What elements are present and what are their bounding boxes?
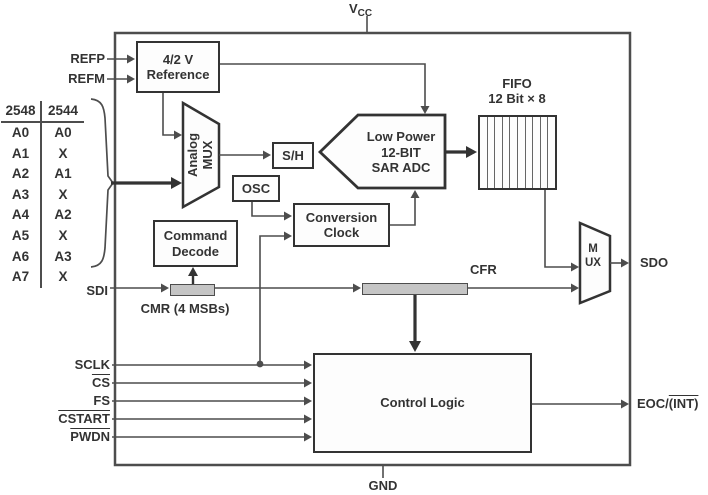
cmr-label: CMR (4 MSBs): [140, 301, 230, 316]
fifo-block: [478, 115, 557, 190]
sample-hold-block: S/H: [272, 142, 314, 169]
sclk-label: SCLK: [74, 357, 110, 372]
fifo-label: FIFO 12 Bit × 8: [488, 76, 546, 106]
eoc-arrow: [621, 399, 629, 409]
refm-arrow: [127, 74, 135, 84]
vcc-label: VCC: [349, 1, 373, 19]
channel-brace: [90, 98, 115, 268]
sar-adc-label: Low Power 12-BIT SAR ADC: [366, 129, 436, 175]
conversion-clock-block: Conversion Clock: [293, 203, 390, 247]
eoc-int-label: EOC/(INT): [637, 396, 699, 411]
refp-arrow: [127, 54, 135, 64]
sdo-label: SDO: [640, 255, 669, 270]
reference-block: 4/2 V Reference: [136, 41, 220, 93]
channel-table-header: 2548 2544: [1, 101, 84, 123]
cfr-register: [362, 283, 468, 295]
osc-block: OSC: [232, 175, 280, 202]
command-decode-block: Command Decode: [153, 220, 238, 267]
cfr-label: CFR: [470, 262, 497, 277]
device-boundary: [113, 31, 632, 467]
sclk-junction-dot: [256, 360, 264, 368]
refm-label: REFM: [68, 71, 105, 86]
output-mux-label: MUX: [585, 243, 601, 269]
sdi-label: SDI: [86, 283, 108, 298]
cmr-register: [170, 284, 215, 296]
sar-to-fifo-arrow: [466, 146, 477, 158]
gnd-label: GND: [368, 478, 398, 493]
sdo-arrow: [621, 258, 629, 268]
refp-label: REFP: [70, 51, 105, 66]
analog-mux-shape: [181, 100, 221, 210]
cs-label: CS: [91, 375, 110, 390]
sclk-riser: [259, 235, 286, 364]
pwdn-label: PWDN: [70, 429, 110, 444]
output-mux-shape: [578, 221, 612, 305]
cstart-label: CSTART: [58, 411, 110, 426]
fs-label: FS: [93, 393, 110, 408]
control-logic-block: Control Logic: [313, 353, 532, 453]
analog-mux-label: Analog MUX: [185, 132, 215, 178]
